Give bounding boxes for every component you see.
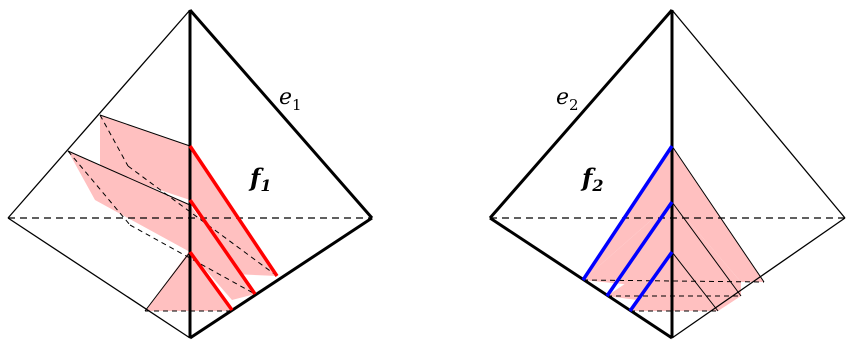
left-pyramid-outline xyxy=(7,9,374,340)
right-edge-label: e2 xyxy=(556,85,579,114)
left-shaded-band-lower xyxy=(68,151,255,300)
right-face-label: f2 xyxy=(580,163,603,195)
right-highlight-line xyxy=(605,201,674,297)
right-highlight-line xyxy=(581,145,674,281)
left-band-dashed-edge xyxy=(67,150,131,226)
right-edge-right-bottom xyxy=(671,217,846,339)
right-highlight-line xyxy=(628,250,674,313)
left-band-dashed-edge xyxy=(99,114,129,167)
left-highlight-line xyxy=(188,199,257,295)
left-highlight-line xyxy=(188,250,234,312)
right-edge-left-bottom xyxy=(489,216,673,340)
right-band-edge xyxy=(671,145,765,283)
left-edge-label: e1 xyxy=(279,85,302,114)
left-highlight-line xyxy=(188,145,279,277)
left-band-edge xyxy=(144,251,191,312)
left-band-dashed-edge xyxy=(129,224,256,295)
right-edge-apex-right xyxy=(671,9,846,219)
left-edge-right-bottom xyxy=(189,216,373,340)
left-edge-apex-left xyxy=(7,9,191,219)
right-pyramid: e2 f2 xyxy=(488,9,846,340)
left-edge-left-bottom xyxy=(7,217,191,339)
left-highlight-lines xyxy=(188,145,279,312)
left-face-label: f1 xyxy=(248,163,271,195)
right-pyramid-outline xyxy=(488,9,846,340)
right-highlight-lines xyxy=(581,145,674,313)
left-band-edge xyxy=(67,150,191,206)
left-edge-e1 xyxy=(188,9,374,219)
left-band-edge xyxy=(99,114,191,147)
right-edge-e2 xyxy=(488,9,674,219)
left-pyramid: e1 f1 xyxy=(7,9,374,340)
